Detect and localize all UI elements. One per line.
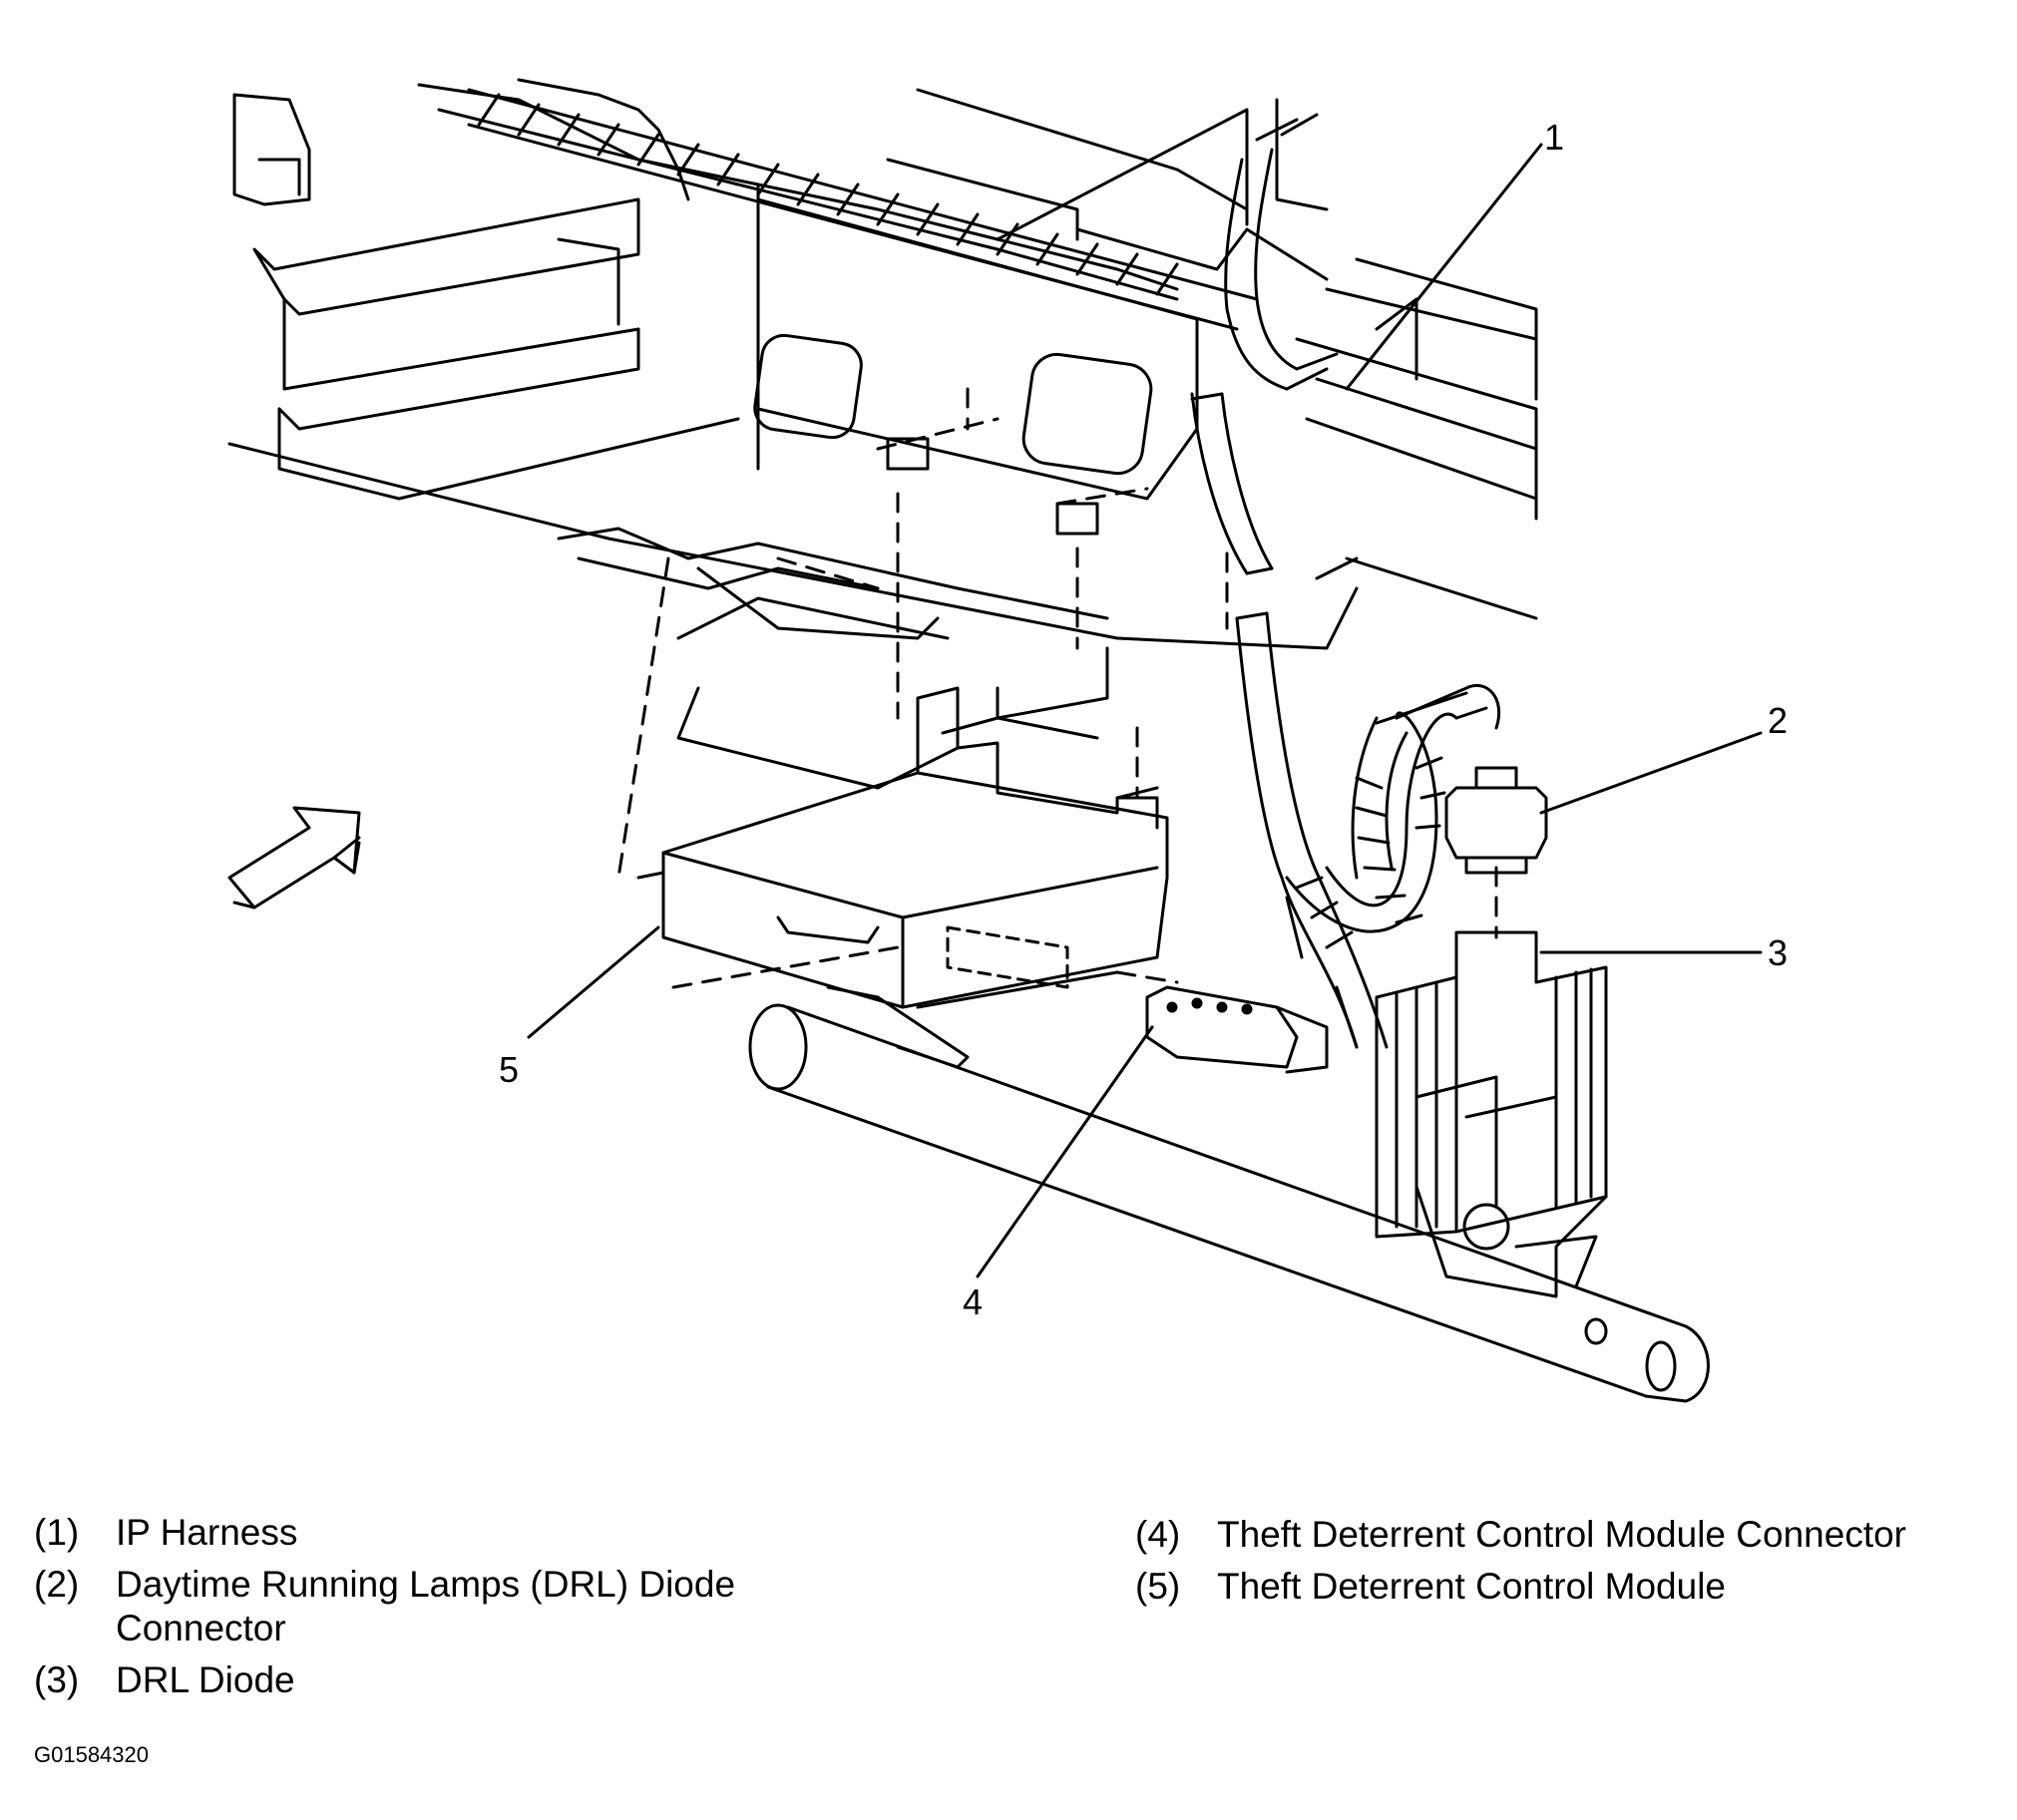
legend-item-5: (5) Theft Deterrent Control Module [1135, 1565, 2013, 1609]
legend-item-3: (3) DRL Diode [34, 1658, 892, 1702]
legend-number: (3) [34, 1659, 80, 1700]
legend-item-2: (2) Daytime Running Lamps (DRL) Diode Co… [34, 1563, 892, 1650]
leader-lines [527, 143, 1763, 1278]
legend-text: IP Harness [116, 1512, 298, 1553]
callout-3: 3 [1768, 932, 1789, 973]
view-direction-arrow [227, 806, 361, 910]
legend-text: Theft Deterrent Control Module Connector [1217, 1514, 1907, 1555]
callout-5: 5 [499, 1049, 520, 1090]
drl-diode-connector-drawing [1444, 766, 1548, 875]
theft-deterrent-module-drawing [636, 686, 1169, 1009]
drl-diode-drawing [1375, 930, 1608, 1298]
ip-harness-drawing [1190, 113, 1501, 1049]
legend-number: (2) [34, 1564, 80, 1605]
legend-number: (4) [1135, 1514, 1181, 1555]
legend-left: (1) IP Harness (2) Daytime Running Lamps… [34, 1511, 892, 1702]
callout-1: 1 [1544, 117, 1565, 158]
figure-id: G01584320 [34, 1742, 149, 1767]
cross-tube-drawing [748, 985, 1710, 1403]
callout-2: 2 [1768, 700, 1789, 741]
module-connector-drawing [1145, 985, 1329, 1074]
legend-text: Daytime Running Lamps (DRL) Diode [116, 1564, 736, 1605]
legend-text: Theft Deterrent Control Module [1217, 1566, 1727, 1607]
legend-number: (5) [1135, 1566, 1181, 1607]
legend-item-4: (4) Theft Deterrent Control Module Conne… [1135, 1513, 2013, 1557]
legend-right: (4) Theft Deterrent Control Module Conne… [1135, 1513, 2013, 1609]
instrument-panel-structure [227, 78, 1538, 790]
legend-number: (1) [34, 1512, 80, 1553]
exploded-view-drawing [227, 78, 1763, 1403]
callout-4: 4 [963, 1281, 984, 1322]
legend-item-1: (1) IP Harness [34, 1511, 892, 1555]
legend-text: DRL Diode [116, 1659, 295, 1700]
legend-text-continued: Connector [116, 1608, 286, 1648]
assembly-guide-lines [616, 387, 1498, 989]
